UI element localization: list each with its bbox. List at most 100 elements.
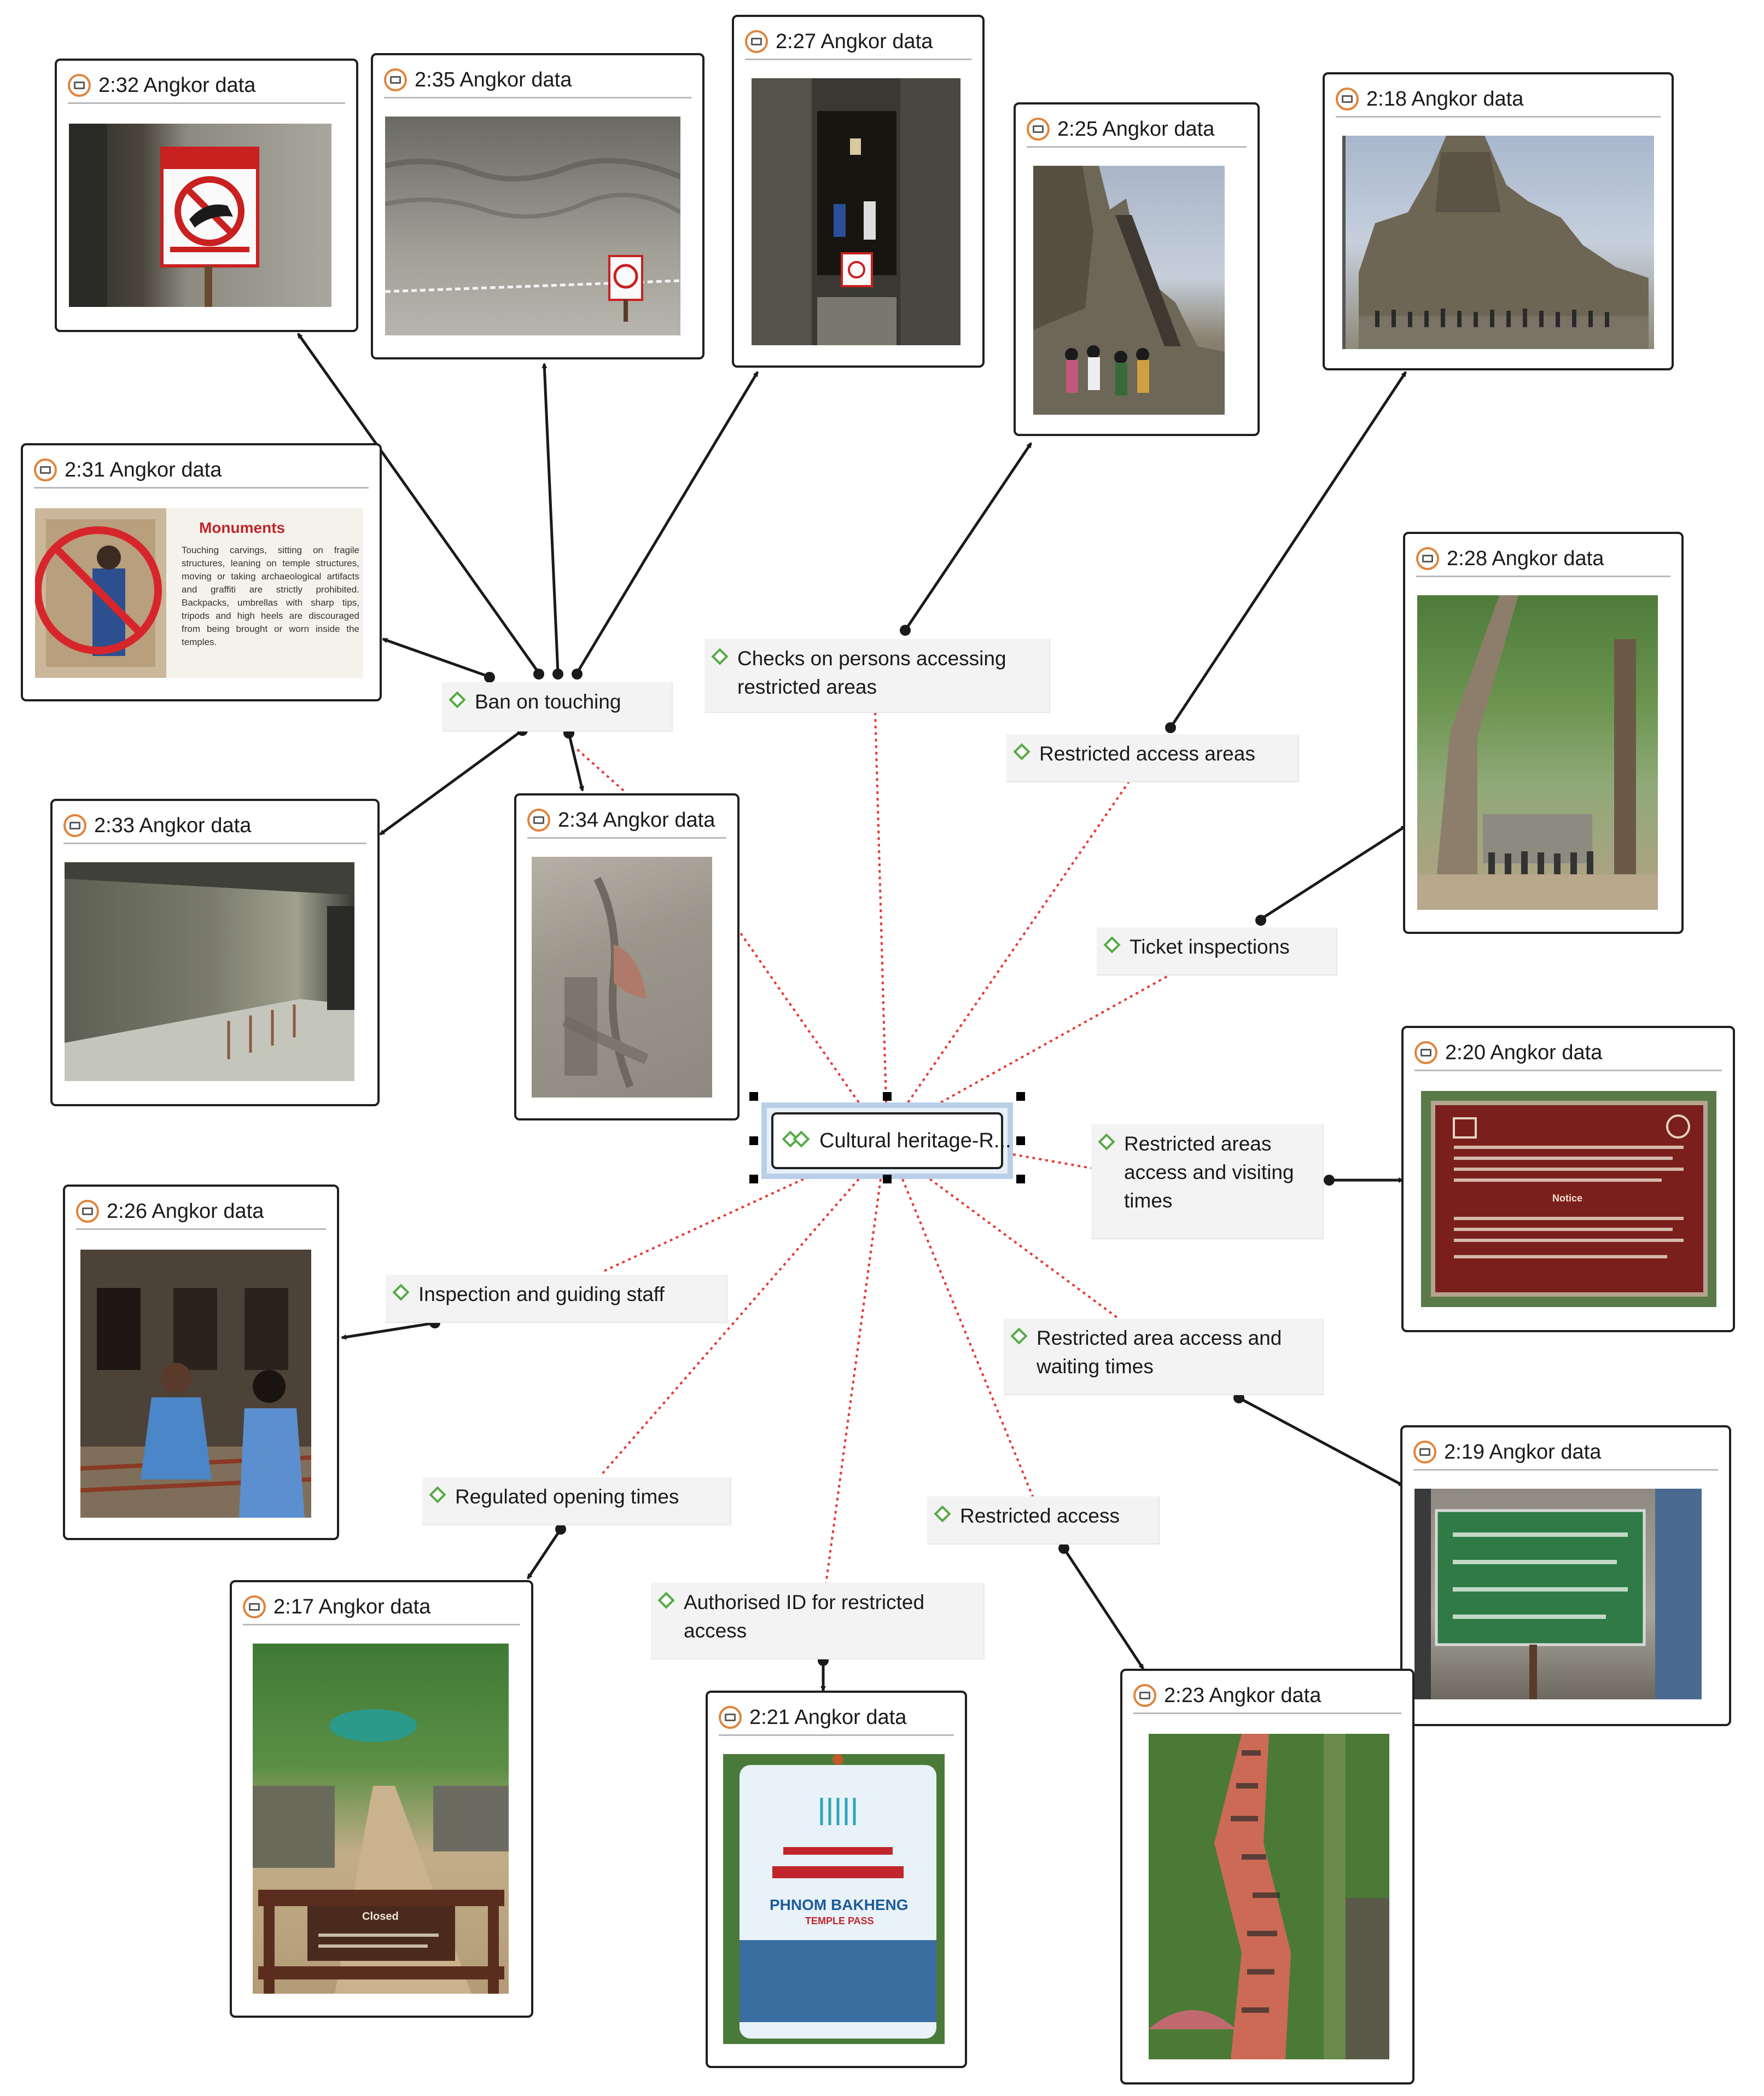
code-node-label: Ban on touching	[475, 690, 621, 713]
link-endpoint	[1233, 1392, 1244, 1403]
link-arrow	[575, 371, 759, 674]
forest-temple-photo	[1417, 595, 1658, 910]
selection-handle[interactable]	[883, 1092, 892, 1101]
document-node-title: 2:25 Angkor data	[1057, 117, 1215, 141]
selection-handle[interactable]	[1016, 1175, 1025, 1183]
worn-carving-photo	[532, 857, 712, 1098]
document-node-2-31[interactable]: 2:31 Angkor data Monuments Touching carv…	[21, 443, 382, 701]
relation-line	[940, 967, 1182, 1104]
document-node-header: 2:20 Angkor data	[1414, 1036, 1722, 1071]
document-node-title: 2:35 Angkor data	[415, 68, 572, 91]
document-node-2-17[interactable]: 2:17 Angkor data Closed	[230, 1580, 533, 2018]
link-arrow	[341, 1321, 435, 1340]
code-icon	[429, 1486, 447, 1505]
central-code-node[interactable]: Cultural heritage-R...	[761, 1102, 1013, 1179]
closed-path-photo: Closed	[253, 1644, 509, 1994]
document-node-title: 2:27 Angkor data	[776, 30, 933, 53]
document-node-2-23[interactable]: 2:23 Angkor data	[1120, 1669, 1414, 2085]
link-arrow	[567, 733, 585, 792]
document-node-title: 2:17 Angkor data	[273, 1595, 431, 1618]
document-node-title: 2:26 Angkor data	[107, 1199, 264, 1223]
document-node-header: 2:26 Angkor data	[76, 1194, 326, 1230]
temple-guard-photo	[80, 1250, 311, 1518]
relation-line	[825, 1178, 882, 1584]
relation-line	[573, 746, 625, 792]
document-node-header: 2:19 Angkor data	[1413, 1435, 1718, 1471]
code-icon	[449, 691, 467, 710]
image-document-icon	[384, 68, 407, 91]
code-node-regulated-opening-times[interactable]: Regulated opening times	[422, 1477, 731, 1525]
document-node-2-19[interactable]: 2:19 Angkor data	[1400, 1425, 1731, 1726]
temple-stairs-photo	[1033, 166, 1225, 415]
temple-queue-photo	[1342, 136, 1654, 349]
document-node-title: 2:19 Angkor data	[1444, 1440, 1602, 1464]
pass-subtitle-text: TEMPLE PASS	[805, 1915, 874, 1926]
document-node-2-26[interactable]: 2:26 Angkor data	[63, 1185, 339, 1540]
document-node-header: 2:17 Angkor data	[243, 1590, 520, 1625]
document-node-2-28[interactable]: 2:28 Angkor data	[1403, 532, 1684, 934]
document-node-title: 2:31 Angkor data	[65, 458, 222, 481]
no-touching-sign-photo	[69, 124, 331, 307]
selection-handle[interactable]	[1016, 1136, 1025, 1145]
image-document-icon	[243, 1595, 266, 1618]
code-node-restricted-access[interactable]: Restricted access	[927, 1496, 1160, 1545]
document-node-title: 2:28 Angkor data	[1447, 547, 1604, 570]
link-endpoint	[1255, 915, 1266, 926]
link-endpoint	[1324, 1175, 1335, 1186]
document-node-title: 2:32 Angkor data	[98, 73, 256, 97]
link-endpoint	[1058, 1543, 1069, 1554]
code-node-label: Checks on persons accessing restricted a…	[737, 647, 1006, 698]
document-node-2-21[interactable]: 2:21 Angkor data PHNOM BAKHENG TEMPLE PA…	[706, 1691, 967, 2068]
temple-pass-photo: PHNOM BAKHENG TEMPLE PASS	[723, 1754, 945, 2044]
code-node-authorised-id[interactable]: Authorised ID for restricted access	[651, 1583, 985, 1659]
relation-line	[874, 711, 887, 1103]
temple-corridor-photo	[752, 78, 960, 345]
code-node-label: Inspection and guiding staff	[418, 1283, 665, 1305]
document-node-header: 2:18 Angkor data	[1336, 82, 1661, 118]
code-node-inspection-guiding-staff[interactable]: Inspection and guiding staff	[386, 1275, 727, 1323]
image-document-icon	[68, 74, 91, 97]
document-node-2-33[interactable]: 2:33 Angkor data	[50, 799, 380, 1106]
code-node-restricted-access-areas[interactable]: Restricted access areas	[1006, 734, 1299, 782]
code-icon	[1010, 1327, 1029, 1346]
link-arrow	[379, 729, 523, 836]
selection-handle[interactable]	[883, 1175, 892, 1183]
code-node-checks-on-persons[interactable]: Checks on persons accessing restricted a…	[705, 639, 1050, 713]
code-node-restricted-area-waiting-times[interactable]: Restricted area access and waiting times	[1004, 1319, 1324, 1395]
code-node-ban-on-touching[interactable]: Ban on touching	[442, 682, 673, 731]
link-arrow	[904, 442, 1033, 631]
code-node-label: Restricted area access and waiting times	[1037, 1327, 1282, 1378]
document-node-2-18[interactable]: 2:18 Angkor data	[1323, 72, 1674, 370]
link-endpoint	[484, 672, 495, 683]
document-node-2-32[interactable]: 2:32 Angkor data	[55, 59, 358, 332]
image-document-icon	[1027, 118, 1050, 141]
relation-line	[601, 1178, 860, 1476]
image-document-icon	[527, 809, 550, 832]
code-icon	[1103, 936, 1122, 955]
document-node-title: 2:23 Angkor data	[1164, 1683, 1321, 1707]
link-endpoint	[533, 669, 544, 680]
code-node-restricted-areas-visiting-times[interactable]: Restricted areas access and visiting tim…	[1091, 1124, 1324, 1239]
image-document-icon	[1413, 1441, 1436, 1464]
link-arrow	[1238, 1396, 1404, 1487]
code-node-ticket-inspections[interactable]: Ticket inspections	[1097, 927, 1337, 976]
image-document-icon	[1416, 547, 1439, 570]
link-endpoint	[572, 669, 583, 680]
selection-handle[interactable]	[749, 1175, 758, 1183]
document-node-2-20[interactable]: 2:20 Angkor data Notice	[1401, 1026, 1735, 1332]
document-node-header: 2:28 Angkor data	[1416, 542, 1670, 577]
document-node-2-25[interactable]: 2:25 Angkor data	[1014, 102, 1260, 436]
aerial-queue-photo	[1149, 1734, 1389, 2059]
document-node-header: 2:34 Angkor data	[527, 803, 726, 839]
code-node-label: Restricted access areas	[1039, 742, 1255, 765]
document-node-header: 2:33 Angkor data	[63, 809, 366, 844]
selection-handle[interactable]	[1016, 1092, 1025, 1101]
selection-handle[interactable]	[749, 1092, 758, 1101]
selection-handle[interactable]	[749, 1136, 758, 1145]
document-node-2-35[interactable]: 2:35 Angkor data	[371, 53, 705, 359]
document-node-2-34[interactable]: 2:34 Angkor data	[514, 793, 740, 1120]
document-node-2-27[interactable]: 2:27 Angkor data	[732, 15, 985, 368]
link-endpoint	[552, 669, 563, 680]
link-arrow	[526, 1528, 562, 1580]
restricted-area-notice-photo: Notice	[1421, 1091, 1716, 1307]
